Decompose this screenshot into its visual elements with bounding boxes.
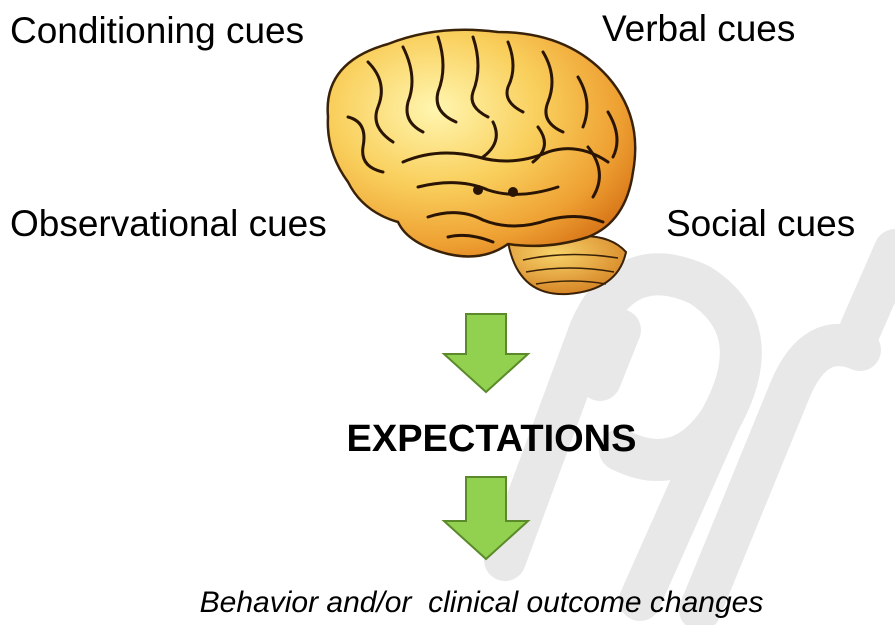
- observational-cues-label: Observational cues: [10, 203, 327, 244]
- down-arrow-icon: [441, 313, 531, 394]
- brain-illustration: [308, 22, 648, 302]
- verbal-cues-label: Verbal cues: [602, 8, 796, 49]
- social-cues-label: Social cues: [666, 203, 856, 244]
- outcome-label: Behavior and/or clinical outcome changes: [199, 586, 764, 619]
- expectations-label: EXPECTATIONS: [346, 418, 637, 460]
- down-arrow-icon: [441, 476, 531, 561]
- conditioning-cues-label: Conditioning cues: [10, 10, 305, 51]
